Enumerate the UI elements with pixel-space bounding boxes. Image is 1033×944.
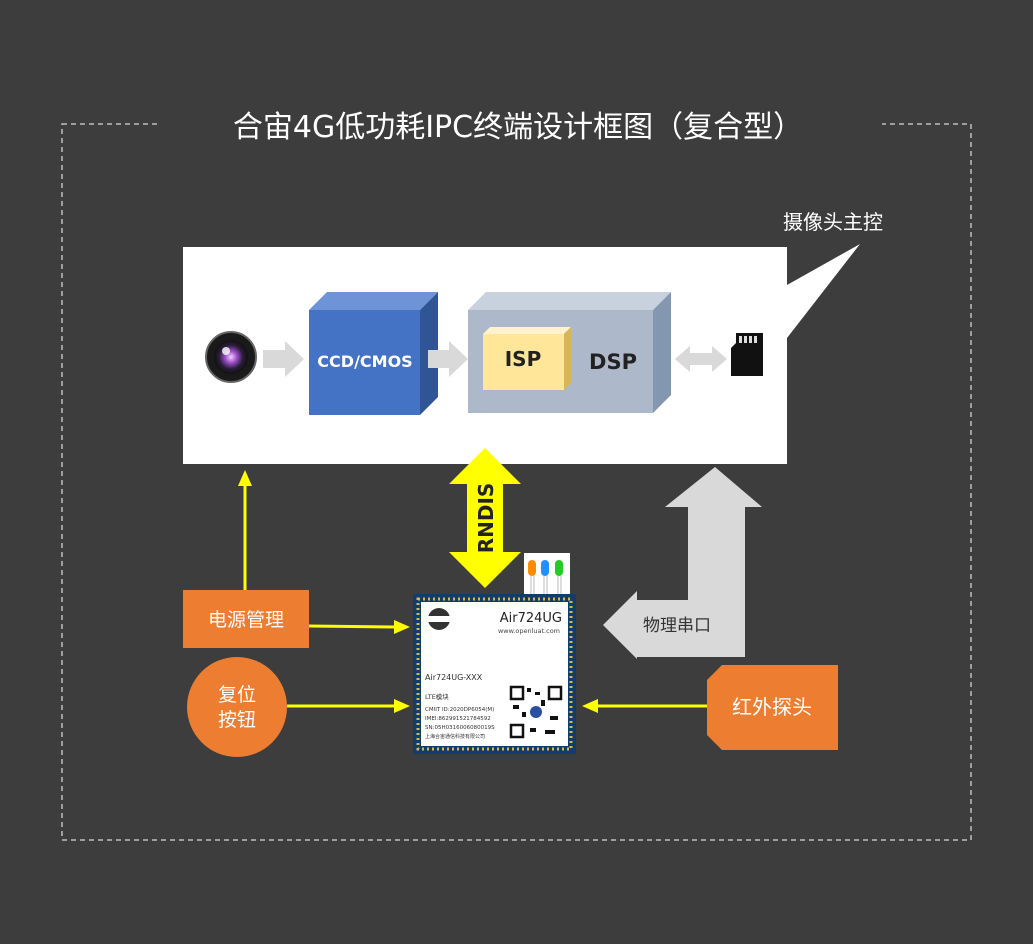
power-to-module-arrow bbox=[308, 620, 410, 634]
power-management-box bbox=[183, 590, 309, 648]
reset-label-line2: 按钮 bbox=[218, 709, 256, 731]
air724ug-module: Air724UG www.openluat.com Air724UG-XXX L… bbox=[413, 594, 576, 754]
camera-lens-icon bbox=[205, 331, 257, 383]
module-url: www.openluat.com bbox=[498, 627, 560, 635]
power-management-label: 电源管理 bbox=[208, 609, 284, 631]
qr-code-icon bbox=[509, 685, 563, 739]
ir-sensor-label: 红外探头 bbox=[732, 695, 812, 719]
module-model: Air724UG bbox=[500, 611, 562, 626]
camera-host-label: 摄像头主控 bbox=[783, 210, 883, 234]
title-gap bbox=[160, 100, 882, 150]
serial-port-label: 物理串口 bbox=[643, 616, 711, 636]
ir-sensor-box bbox=[707, 665, 838, 750]
module-lte: LTE模块 bbox=[425, 692, 449, 701]
module-variant: Air724UG-XXX bbox=[425, 673, 483, 682]
rndis-label: RNDIS bbox=[474, 483, 498, 554]
isp-block: ISP bbox=[483, 327, 571, 390]
module-sn: SN:05H0316006080019S bbox=[425, 725, 495, 731]
dsp-label: DSP bbox=[589, 350, 637, 374]
arrow-icon bbox=[428, 341, 468, 377]
double-arrow-icon bbox=[675, 346, 727, 372]
sd-card-icon bbox=[731, 333, 763, 376]
luat-logo bbox=[428, 608, 450, 630]
ccd-cmos-label: CCD/CMOS bbox=[317, 352, 412, 371]
module-company: 上海合宙通信科技有限公司 bbox=[425, 733, 485, 740]
rndis-double-arrow: RNDIS bbox=[449, 448, 521, 588]
diagram-title: 合宙4G低功耗IPC终端设计框图（复合型） bbox=[233, 110, 803, 145]
led-indicators-icon bbox=[524, 553, 570, 595]
reset-to-module-arrow bbox=[287, 699, 410, 713]
power-to-host-arrow bbox=[238, 470, 252, 590]
module-imei: IMEI:862991521784592 bbox=[425, 716, 491, 722]
ccd-cmos-block: CCD/CMOS bbox=[309, 292, 438, 415]
module-cmiit: CMIIT ID:2020DP6054(M) bbox=[425, 707, 494, 713]
ir-to-module-arrow bbox=[582, 699, 707, 713]
arrow-icon bbox=[263, 341, 304, 377]
isp-label: ISP bbox=[505, 347, 542, 371]
serial-port-arrow bbox=[603, 467, 762, 659]
reset-label-line1: 复位 bbox=[218, 684, 256, 706]
reset-button-circle bbox=[187, 657, 287, 757]
